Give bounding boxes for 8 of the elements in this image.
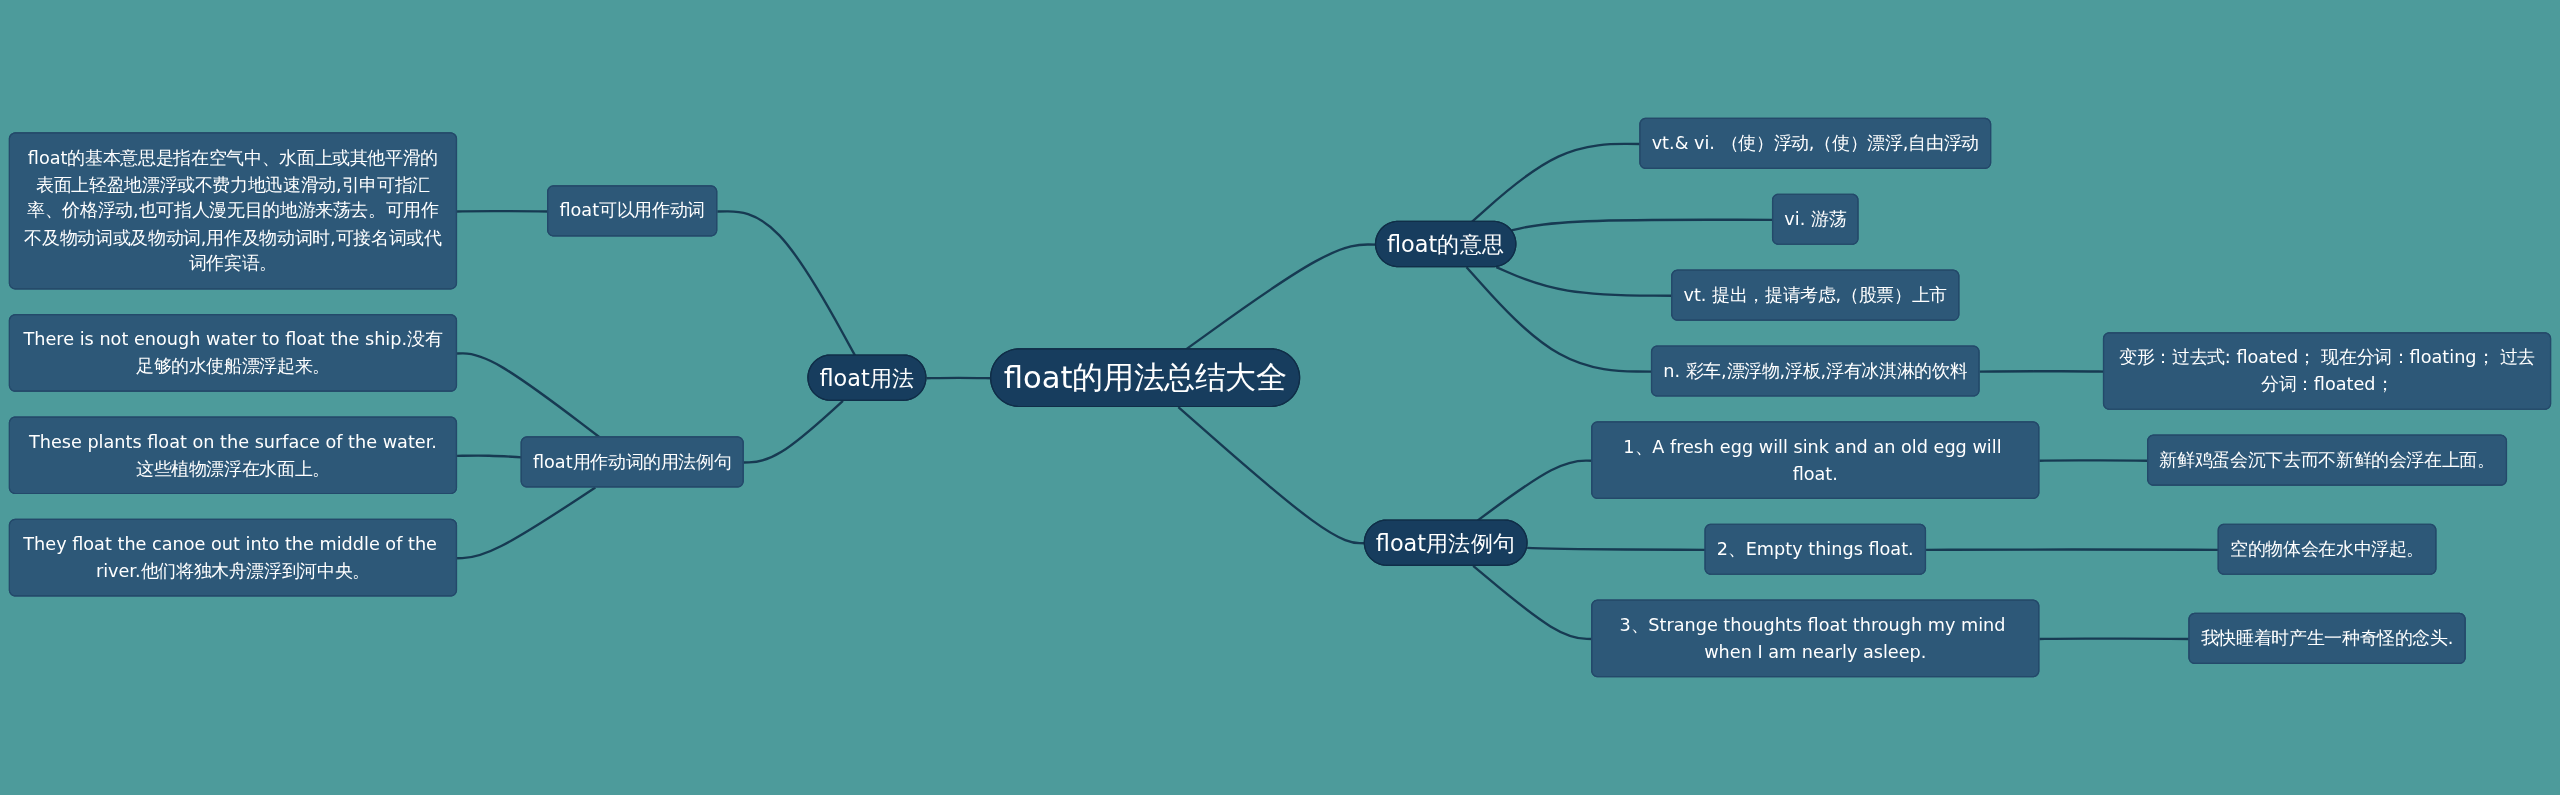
connector xyxy=(457,486,596,560)
connector xyxy=(1527,546,1706,552)
connector xyxy=(457,454,522,459)
connector xyxy=(1926,548,2219,552)
connector xyxy=(926,376,992,380)
connector xyxy=(743,400,844,464)
connector xyxy=(717,210,857,357)
connector xyxy=(1177,406,1365,545)
